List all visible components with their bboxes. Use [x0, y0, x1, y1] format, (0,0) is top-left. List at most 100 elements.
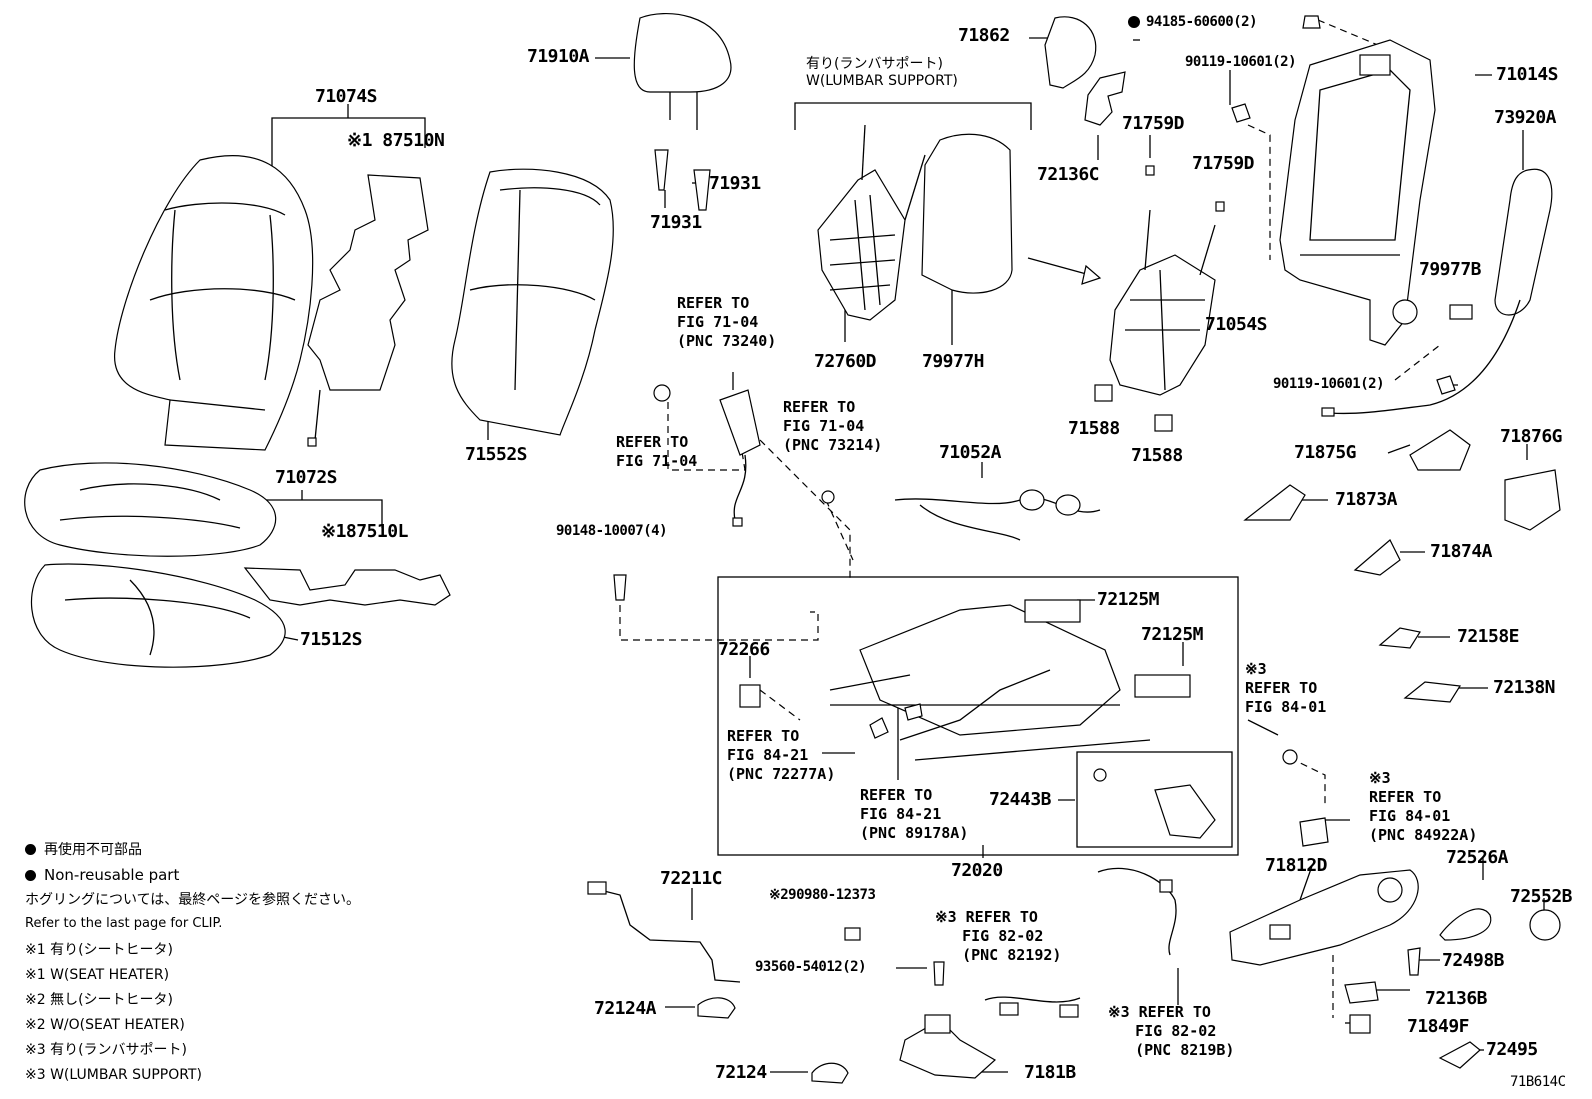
- seat-adjuster-72020: [717, 576, 1239, 856]
- heater-87510L: [243, 567, 451, 606]
- legend-non-reusable-jp: 再使用不可部品: [25, 843, 142, 857]
- part-label-72526A[interactable]: 72526A: [1446, 847, 1509, 868]
- lumbar-support-72760D: [817, 124, 926, 321]
- part-label-71875G[interactable]: 71875G: [1294, 442, 1357, 463]
- refer-note-89178A[interactable]: REFER TO FIG 84-21 (PNC 89178A): [860, 786, 969, 842]
- part-label-79977B[interactable]: 79977B: [1419, 259, 1482, 280]
- legend-note3-en: ※3 W(LUMBAR SUPPORT): [25, 1067, 202, 1083]
- bolt-90148: [613, 574, 627, 601]
- arrow: [1027, 257, 1102, 285]
- legend-note1-en: ※1 W(SEAT HEATER): [25, 967, 170, 983]
- part-label-72443B[interactable]: 72443B: [989, 789, 1052, 810]
- part-label-71812D[interactable]: 71812D: [1265, 855, 1328, 876]
- legend-note3-jp: ※3 有り(ランバサポート): [25, 1042, 188, 1058]
- part-label-90980-12373[interactable]: ※290980-12373: [769, 887, 876, 903]
- part-label-72136B[interactable]: 72136B: [1425, 988, 1488, 1009]
- lumbar-support-header: 有り(ランバサポート) W(LUMBAR SUPPORT): [806, 56, 958, 89]
- part-label-93560-54012[interactable]: 93560-54012(2): [755, 959, 867, 975]
- legend-clip-en: Refer to the last page for CLIP.: [25, 916, 223, 931]
- harness-8219B: [1097, 867, 1177, 956]
- clip-71588: [1094, 384, 1173, 432]
- harness-71052A: [894, 489, 1101, 541]
- part-label-71849F[interactable]: 71849F: [1407, 1016, 1470, 1037]
- part-label-71759D[interactable]: 71759D: [1122, 113, 1185, 134]
- part-label-71874A[interactable]: 71874A: [1430, 541, 1493, 562]
- part-label-72124A[interactable]: 72124A: [594, 998, 657, 1019]
- clip-71759D: [1145, 165, 1225, 212]
- legend-non-reusable-en: Non-reusable part: [25, 868, 179, 883]
- part-label-72020[interactable]: 72020: [951, 860, 1003, 881]
- headrest-71910A: [633, 12, 732, 130]
- part-label-72138N[interactable]: 72138N: [1493, 677, 1556, 698]
- part-label-72495[interactable]: 72495: [1486, 1039, 1538, 1060]
- clip-90980: [844, 927, 861, 941]
- part-label-71876G[interactable]: 71876G: [1500, 426, 1563, 447]
- part-label-73920A[interactable]: 73920A: [1494, 107, 1557, 128]
- spring-assembly-71054S: [1109, 209, 1216, 396]
- part-label-71862[interactable]: 71862: [958, 25, 1010, 46]
- part-label-71931[interactable]: 71931: [709, 173, 761, 194]
- cover-72136B: [1344, 981, 1379, 1004]
- bracket-71876G: [1504, 469, 1561, 531]
- seatback-pad-71552S: [451, 168, 614, 436]
- part-label-90148-10007[interactable]: 90148-10007(4): [556, 523, 668, 539]
- part-label-71072S[interactable]: 71072S: [275, 467, 338, 488]
- part-label-72158E[interactable]: 72158E: [1457, 626, 1520, 647]
- cover-72138N: [1403, 681, 1462, 703]
- refer-note-84-01[interactable]: ※3 REFER TO FIG 84-01: [1245, 660, 1327, 716]
- part-label-71552S[interactable]: 71552S: [465, 444, 528, 465]
- part-label-71910A[interactable]: 71910A: [527, 46, 590, 67]
- cover-72124A: [697, 997, 736, 1019]
- part-label-71054S[interactable]: 71054S: [1205, 314, 1268, 335]
- legend-note2-jp: ※2 無し(シートヒータ): [25, 992, 174, 1008]
- part-label-72125M[interactable]: 72125M: [1141, 624, 1204, 645]
- heater-87510N: [307, 174, 429, 447]
- part-label-71512S[interactable]: 71512S: [300, 629, 363, 650]
- part-label-71014S[interactable]: 71014S: [1496, 64, 1559, 85]
- seat-cushion-cover-71072S: [24, 462, 277, 557]
- seatback-frame-71014S: [1279, 39, 1436, 346]
- refer-note-71-04[interactable]: REFER TO FIG 71-04: [616, 433, 698, 470]
- part-label-71873A[interactable]: 71873A: [1335, 489, 1398, 510]
- refer-note-84922A[interactable]: ※3 REFER TO FIG 84-01 (PNC 84922A): [1369, 769, 1478, 844]
- part-label-79977H[interactable]: 79977H: [922, 351, 985, 372]
- part-label-71931[interactable]: 71931: [650, 212, 702, 233]
- part-label-72552B[interactable]: 72552B: [1510, 886, 1573, 907]
- cover-71849F: [1349, 1014, 1371, 1034]
- part-label-71588[interactable]: 71588: [1131, 445, 1183, 466]
- cover-72124: [811, 1062, 849, 1084]
- bracket-72136C: [1084, 71, 1126, 126]
- bolt-90119: [1231, 103, 1456, 395]
- dashed-relations: [619, 19, 1441, 808]
- part-label-94185-60600[interactable]: 94185-60600(2): [1146, 14, 1258, 30]
- knob-72526A: [1439, 908, 1492, 941]
- bolt-93560: [933, 961, 945, 986]
- part-label-71074S[interactable]: 71074S: [315, 86, 378, 107]
- part-label-7181B[interactable]: 7181B: [1024, 1062, 1076, 1083]
- part-label-72498B[interactable]: 72498B: [1442, 950, 1505, 971]
- part-label-71588[interactable]: 71588: [1068, 418, 1120, 439]
- refer-note-72277A[interactable]: REFER TO FIG 84-21 (PNC 72277A): [727, 727, 836, 783]
- part-label-90119-10601[interactable]: 90119-10601(2): [1185, 54, 1297, 70]
- part-label-71759D[interactable]: 71759D: [1192, 153, 1255, 174]
- part-label-71052A[interactable]: 71052A: [939, 442, 1002, 463]
- part-label-72124[interactable]: 72124: [715, 1062, 767, 1083]
- part-label-72211C[interactable]: 72211C: [660, 868, 723, 889]
- refer-note-82192[interactable]: ※3 REFER TO FIG 82-02 (PNC 82192): [935, 908, 1062, 964]
- part-label-90119-10601[interactable]: 90119-10601(2): [1273, 376, 1385, 392]
- part-label-72760D[interactable]: 72760D: [814, 351, 877, 372]
- cover-71874A: [1353, 539, 1401, 576]
- refer-note-73214[interactable]: REFER TO FIG 71-04 (PNC 73214): [783, 398, 883, 454]
- refer-note-8219B[interactable]: ※3 REFER TO FIG 82-02 (PNC 8219B): [1108, 1003, 1235, 1059]
- part-label-72125M[interactable]: 72125M: [1097, 589, 1160, 610]
- refer-note-73240[interactable]: REFER TO FIG 71-04 (PNC 73240): [677, 294, 777, 350]
- non-reusable-bullet-icon: [25, 844, 36, 855]
- figure-code: 71B614C: [1510, 1074, 1566, 1090]
- part-label-87510N[interactable]: ※1 87510N: [347, 130, 445, 151]
- part-label-72266[interactable]: 72266: [718, 639, 770, 660]
- bracket-7181B: [899, 1014, 997, 1079]
- part-label-72136C[interactable]: 72136C: [1037, 164, 1100, 185]
- part-label-87510L[interactable]: ※187510L: [321, 521, 408, 542]
